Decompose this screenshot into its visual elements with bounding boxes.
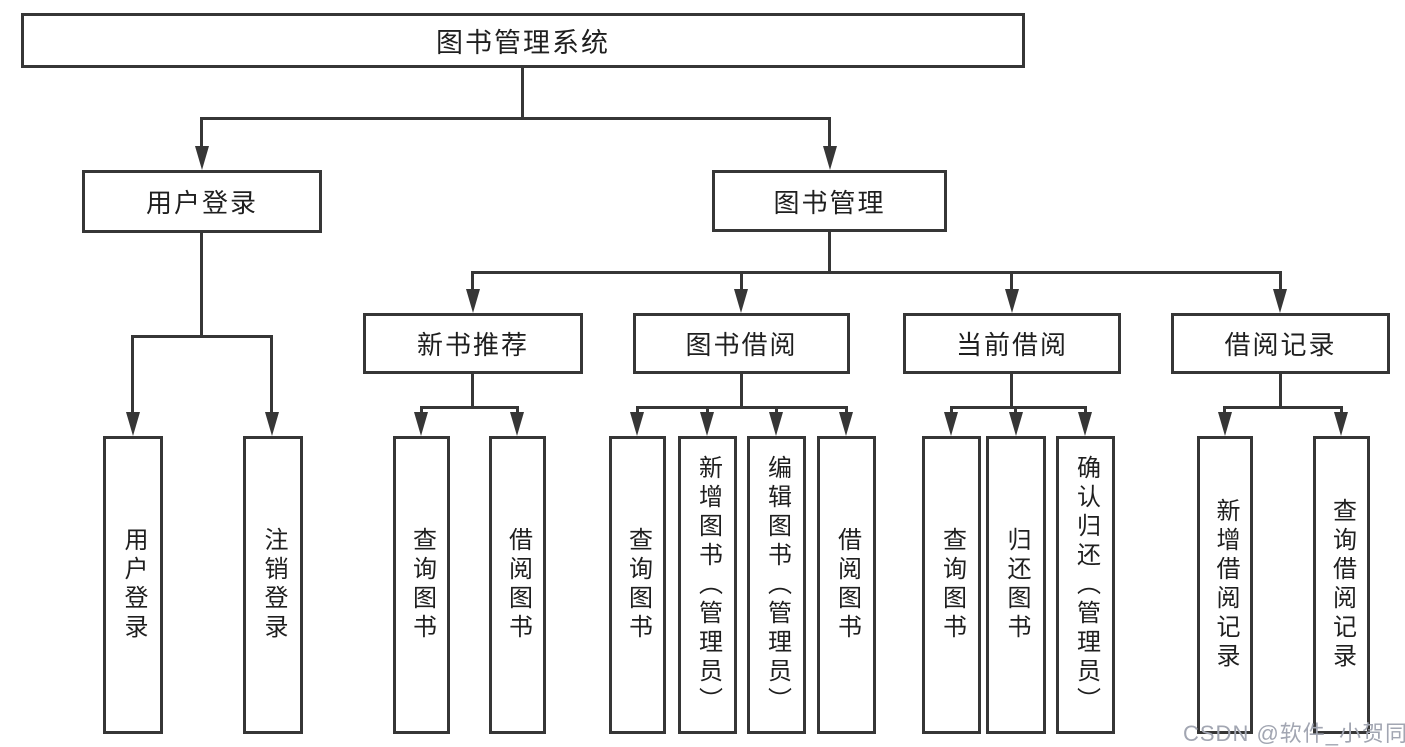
node-borrow-books-recommend: 借阅图书 bbox=[489, 436, 546, 734]
node-current-borrowing: 当前借阅 bbox=[903, 313, 1121, 374]
connector-line-v bbox=[828, 232, 831, 271]
connector-line-v bbox=[828, 117, 831, 146]
node-borrow-books-leaf: 借阅图书 bbox=[817, 436, 876, 734]
arrow-down bbox=[700, 412, 714, 436]
node-borrowing-records: 借阅记录 bbox=[1171, 313, 1390, 374]
node-edit-book-admin: 编辑图书（管理员） bbox=[747, 436, 806, 734]
connector-line-v bbox=[200, 233, 203, 335]
connector-line-h bbox=[636, 406, 848, 409]
node-add-borrow-record: 新增借阅记录 bbox=[1197, 436, 1253, 734]
arrow-down bbox=[944, 412, 958, 436]
arrow-down bbox=[1005, 289, 1019, 313]
node-library-system: 图书管理系统 bbox=[21, 13, 1025, 68]
connector-line-h bbox=[131, 335, 273, 338]
connector-line-v bbox=[636, 406, 639, 414]
arrow-down bbox=[839, 412, 853, 436]
arrow-down bbox=[466, 289, 480, 313]
node-label: 新增图书（管理员） bbox=[694, 454, 722, 716]
node-label: 查询借阅记录 bbox=[1328, 498, 1356, 672]
connector-line-v bbox=[516, 406, 519, 414]
arrow-down bbox=[1334, 412, 1348, 436]
connector-line-v bbox=[950, 406, 953, 414]
connector-line-h bbox=[950, 406, 1087, 409]
node-query-books-recommend: 查询图书 bbox=[393, 436, 450, 734]
connector-line-v bbox=[1010, 374, 1013, 406]
connector-line-v bbox=[1010, 271, 1013, 289]
node-label: 新增借阅记录 bbox=[1212, 498, 1239, 672]
arrow-down bbox=[1273, 289, 1287, 313]
connector-line-v bbox=[775, 406, 778, 414]
arrow-down bbox=[734, 289, 748, 313]
connector-line-h bbox=[1223, 406, 1343, 409]
node-book-management: 图书管理 bbox=[712, 170, 947, 232]
connector-line-v bbox=[740, 271, 743, 289]
arrow-down bbox=[265, 412, 279, 436]
arrow-down bbox=[1009, 412, 1023, 436]
connector-line-v bbox=[706, 406, 709, 414]
connector-line-v bbox=[471, 374, 474, 406]
arrow-down bbox=[823, 146, 837, 170]
arrow-down bbox=[630, 412, 644, 436]
node-user-login: 用户登录 bbox=[82, 170, 322, 233]
node-query-books-current: 查询图书 bbox=[922, 436, 981, 734]
connector-line-v bbox=[270, 335, 273, 412]
connector-line-v bbox=[1014, 406, 1017, 414]
node-label: 归还图书 bbox=[1003, 527, 1030, 643]
connector-line-v bbox=[740, 374, 743, 406]
connector-line-v bbox=[200, 117, 203, 146]
node-label: 查询图书 bbox=[624, 527, 652, 643]
node-label: 借阅图书 bbox=[833, 527, 861, 643]
connector-line-h bbox=[200, 117, 831, 120]
node-new-book-recommendation: 新书推荐 bbox=[363, 313, 583, 374]
connector-line-v bbox=[845, 406, 848, 414]
node-label: 注销登录 bbox=[260, 527, 287, 643]
connector-line-v bbox=[471, 271, 474, 289]
node-user-login-leaf: 用户登录 bbox=[103, 436, 163, 734]
arrow-down bbox=[414, 412, 428, 436]
node-query-borrow-record: 查询借阅记录 bbox=[1313, 436, 1370, 734]
connector-line-v bbox=[1279, 271, 1282, 289]
connector-line-v bbox=[1279, 374, 1282, 406]
arrow-down bbox=[1078, 412, 1092, 436]
arrow-down bbox=[1218, 412, 1232, 436]
node-label: 查询图书 bbox=[408, 527, 436, 643]
connector-line-v bbox=[1084, 406, 1087, 414]
node-label: 编辑图书（管理员） bbox=[763, 454, 791, 716]
node-logout: 注销登录 bbox=[243, 436, 303, 734]
node-label: 查询图书 bbox=[938, 527, 966, 643]
connector-line-h bbox=[420, 406, 519, 409]
arrow-down bbox=[126, 412, 140, 436]
node-add-book-admin: 新增图书（管理员） bbox=[678, 436, 737, 734]
connector-line-v bbox=[521, 68, 524, 117]
connector-line-h bbox=[471, 271, 1282, 274]
node-label: 用户登录 bbox=[120, 527, 147, 643]
watermark: CSDN @软件_小贺同学 bbox=[1183, 721, 1405, 746]
node-query-books-borrow: 查询图书 bbox=[609, 436, 666, 734]
node-label: 确认归还（管理员） bbox=[1072, 454, 1100, 716]
arrow-down bbox=[195, 146, 209, 170]
connector-line-v bbox=[1223, 406, 1226, 414]
arrow-down bbox=[510, 412, 524, 436]
node-label: 借阅图书 bbox=[504, 527, 532, 643]
connector-line-v bbox=[131, 335, 134, 412]
connector-line-v bbox=[420, 406, 423, 414]
node-confirm-return-admin: 确认归还（管理员） bbox=[1056, 436, 1115, 734]
connector-line-v bbox=[1340, 406, 1343, 414]
node-book-borrowing: 图书借阅 bbox=[633, 313, 850, 374]
node-return-books: 归还图书 bbox=[986, 436, 1046, 734]
arrow-down bbox=[769, 412, 783, 436]
